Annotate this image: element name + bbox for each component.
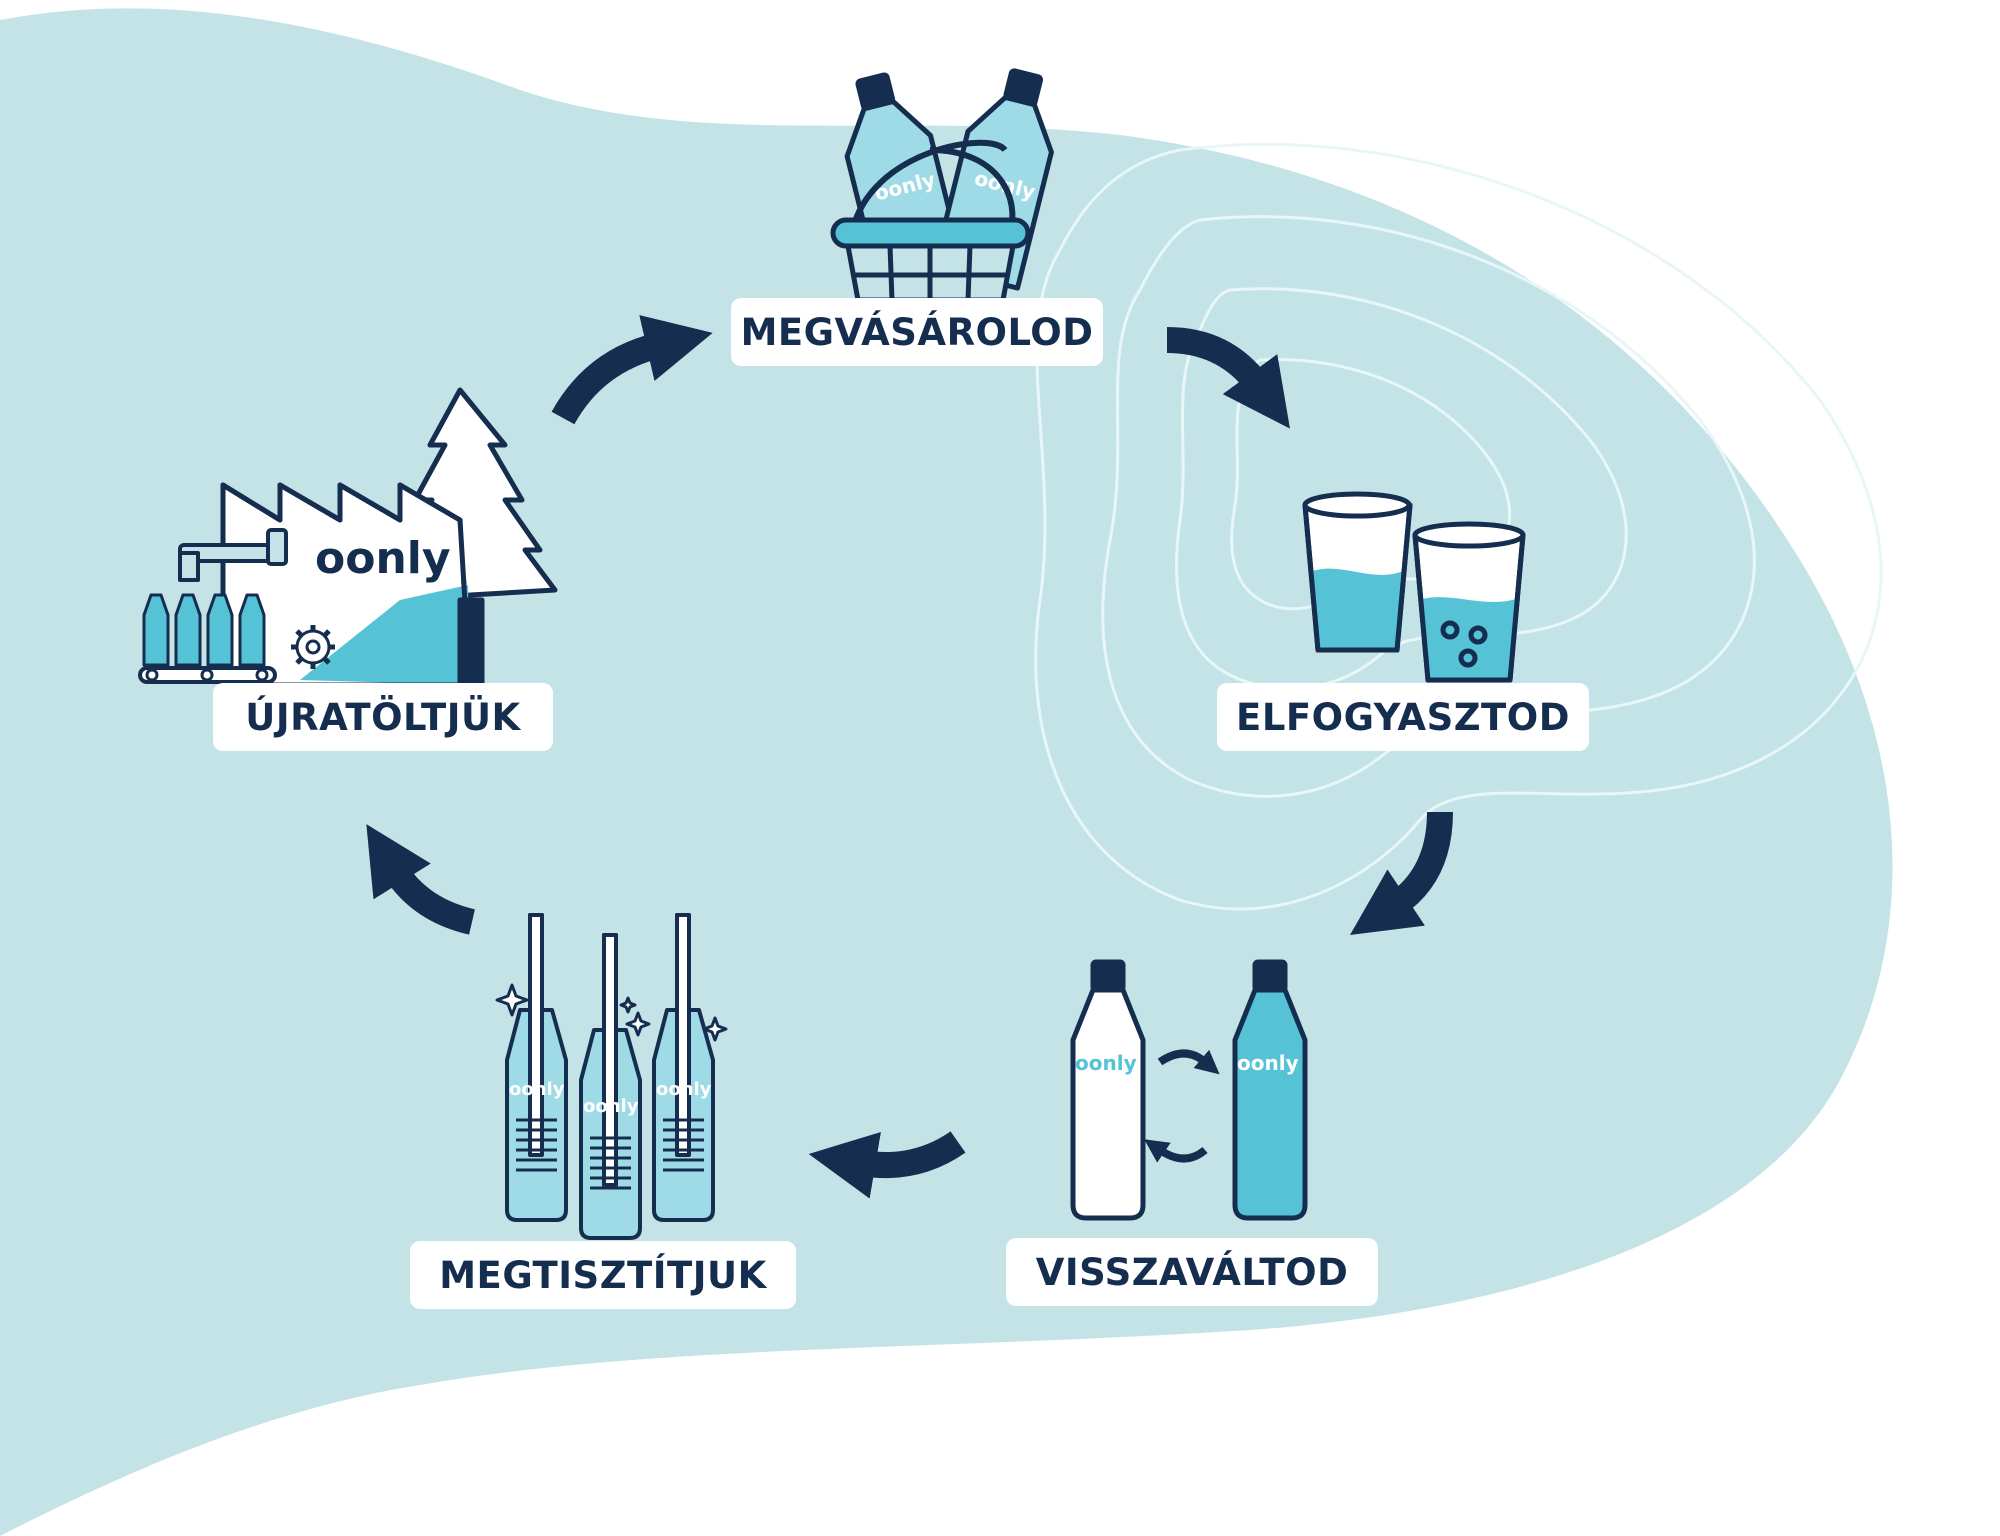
cycle-arrows xyxy=(366,315,1453,1199)
step-label-ujratoltjuk: ÚJRATÖLTJÜK xyxy=(213,683,553,751)
svg-text:oonly: oonly xyxy=(509,1079,565,1100)
step-label-visszavaltod: VISSZAVÁLTOD xyxy=(1006,1238,1378,1306)
cycle-arrow-icon xyxy=(551,315,713,425)
background-blob xyxy=(0,8,1893,1536)
drinking-glasses-icon xyxy=(1302,491,1526,683)
cycle-arrow-icon xyxy=(1350,811,1453,936)
svg-text:oonly: oonly xyxy=(656,1079,712,1100)
cycle-arrow-icon xyxy=(808,1131,966,1199)
svg-text:oonly: oonly xyxy=(583,1096,639,1117)
svg-text:oonly: oonly xyxy=(1237,1051,1299,1075)
step-label-megvasarolod: MEGVÁSÁROLOD xyxy=(731,298,1103,366)
svg-text:oonly: oonly xyxy=(1075,1051,1137,1075)
gear-icon xyxy=(291,625,335,669)
bottle-swap-icon: oonly oonly xyxy=(1070,959,1308,1221)
brand-logo: oonly xyxy=(315,533,451,584)
step-label-megtisztitjuk: MEGTISZTÍTJUK xyxy=(410,1241,796,1309)
sparkle-icon xyxy=(495,983,728,1042)
cleaning-brushes-icon: oonly oonly oonly xyxy=(495,913,728,1240)
cycle-arrow-icon xyxy=(366,824,476,935)
basket-with-bottles-icon: oonly oonly xyxy=(830,68,1054,303)
cycle-arrow-icon xyxy=(1166,327,1290,429)
step-label-elfogyasztod: ELFOGYASZTOD xyxy=(1217,683,1589,751)
